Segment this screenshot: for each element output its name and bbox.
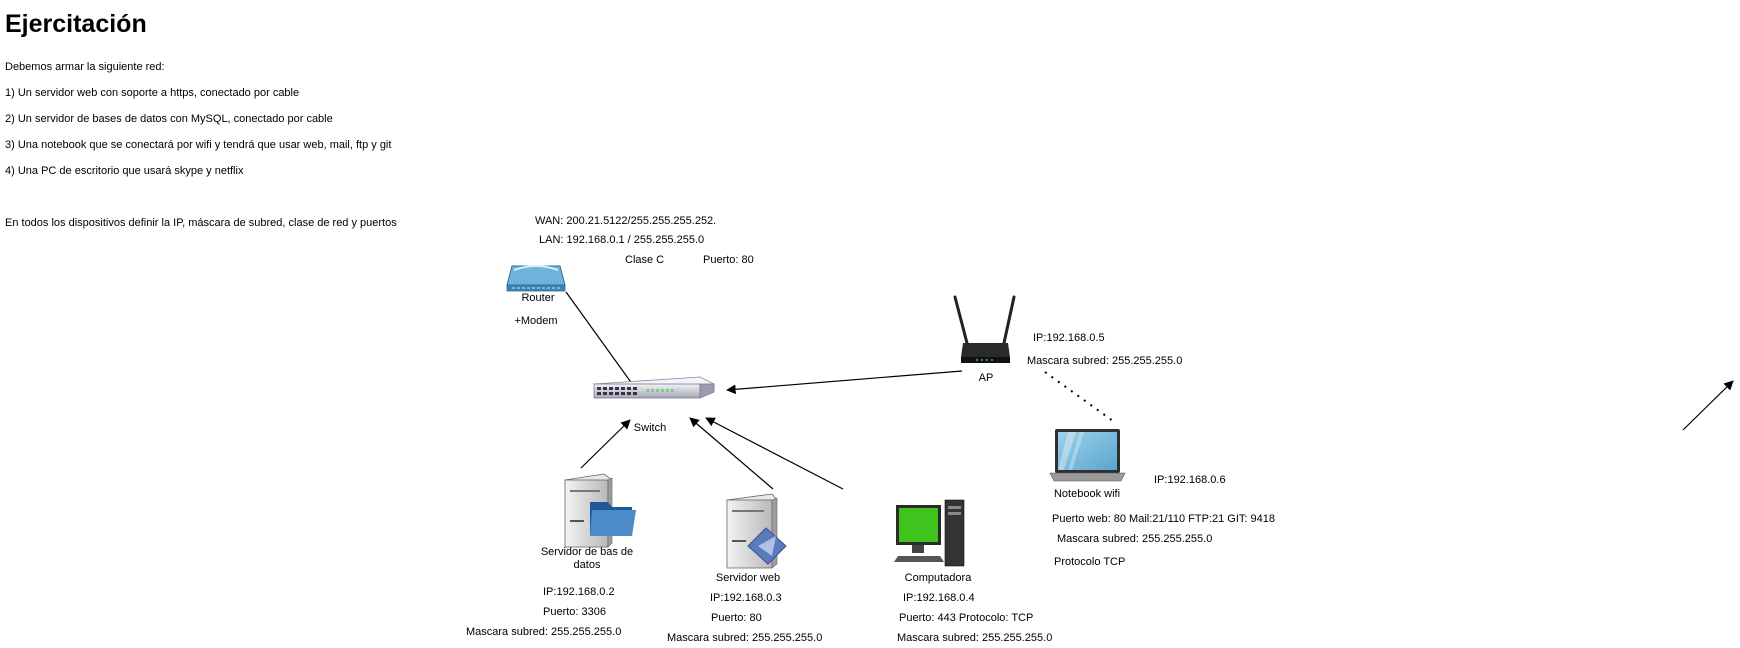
access-point-icon[interactable]	[953, 295, 1016, 363]
page-title: Ejercitación	[5, 10, 147, 38]
requirement-3: 3) Una notebook que se conectará por wif…	[5, 139, 392, 151]
ap-label: AP	[978, 372, 994, 384]
computer-icon[interactable]	[894, 499, 965, 567]
computer-mask: Mascara subred: 255.255.255.0	[897, 632, 1053, 644]
router-port: Puerto: 80	[703, 254, 754, 266]
instruction-text: En todos los dispositivos definir la IP,…	[5, 217, 397, 229]
db-server-port: Puerto: 3306	[543, 606, 606, 618]
intro-text: Debemos armar la siguiente red:	[5, 61, 165, 73]
web-server-label: Servidor web	[715, 572, 781, 584]
router-label: Router	[521, 292, 555, 304]
web-server-ip: IP:192.168.0.3	[710, 592, 782, 604]
notebook-icon[interactable]	[1049, 429, 1126, 482]
switch-label: Switch	[633, 422, 667, 434]
db-server-mask: Mascara subred: 255.255.255.0	[466, 626, 622, 638]
computer-port: Puerto: 443 Protocolo: TCP	[899, 612, 1034, 624]
web-server-port: Puerto: 80	[711, 612, 762, 624]
ap-ip: IP:192.168.0.5	[1033, 332, 1105, 344]
ap-notebook-wifi-link	[1044, 371, 1114, 422]
router-icon[interactable]	[506, 265, 566, 292]
notebook-mask: Mascara subred: 255.255.255.0	[1057, 533, 1213, 545]
computer-label: Computadora	[904, 572, 972, 584]
router-modem-label: +Modem	[514, 315, 558, 327]
router-lan: LAN: 192.168.0.1 / 255.255.255.0	[539, 234, 705, 246]
web-server-mask: Mascara subred: 255.255.255.0	[667, 632, 823, 644]
database-server-icon[interactable]	[563, 473, 636, 548]
ap-switch-link	[726, 370, 963, 395]
ap-mask: Mascara subred: 255.255.255.0	[1027, 355, 1183, 367]
db-server-ip: IP:192.168.0.2	[543, 586, 615, 598]
notebook-label: Notebook wifi	[1053, 488, 1121, 500]
db-server-label-line2: datos	[573, 559, 601, 571]
switch-icon[interactable]	[592, 376, 716, 399]
notebook-ports: Puerto web: 80 Mail:21/110 FTP:21 GIT: 9…	[1052, 513, 1275, 525]
notebook-protocol: Protocolo TCP	[1054, 556, 1126, 568]
router-switch-link	[565, 291, 639, 393]
webserver-switch-link	[689, 417, 774, 490]
requirement-4: 4) Una PC de escritorio que usará skype …	[5, 165, 244, 177]
web-server-icon[interactable]	[726, 493, 787, 569]
computer-ip: IP:192.168.0.4	[903, 592, 975, 604]
notebook-ip: IP:192.168.0.6	[1154, 474, 1226, 486]
requirement-1: 1) Un servidor web con soporte a https, …	[5, 87, 300, 99]
stray-arrow	[1682, 380, 1734, 431]
db-server-label-line1: Servidor de bas de	[540, 546, 634, 558]
dbserver-switch-link	[580, 419, 631, 469]
requirement-2: 2) Un servidor de bases de datos con MyS…	[5, 113, 333, 125]
router-class: Clase C	[625, 254, 665, 266]
computer-switch-link	[705, 417, 844, 490]
router-wan: WAN: 200.21.5122/255.255.255.252.	[535, 215, 717, 227]
